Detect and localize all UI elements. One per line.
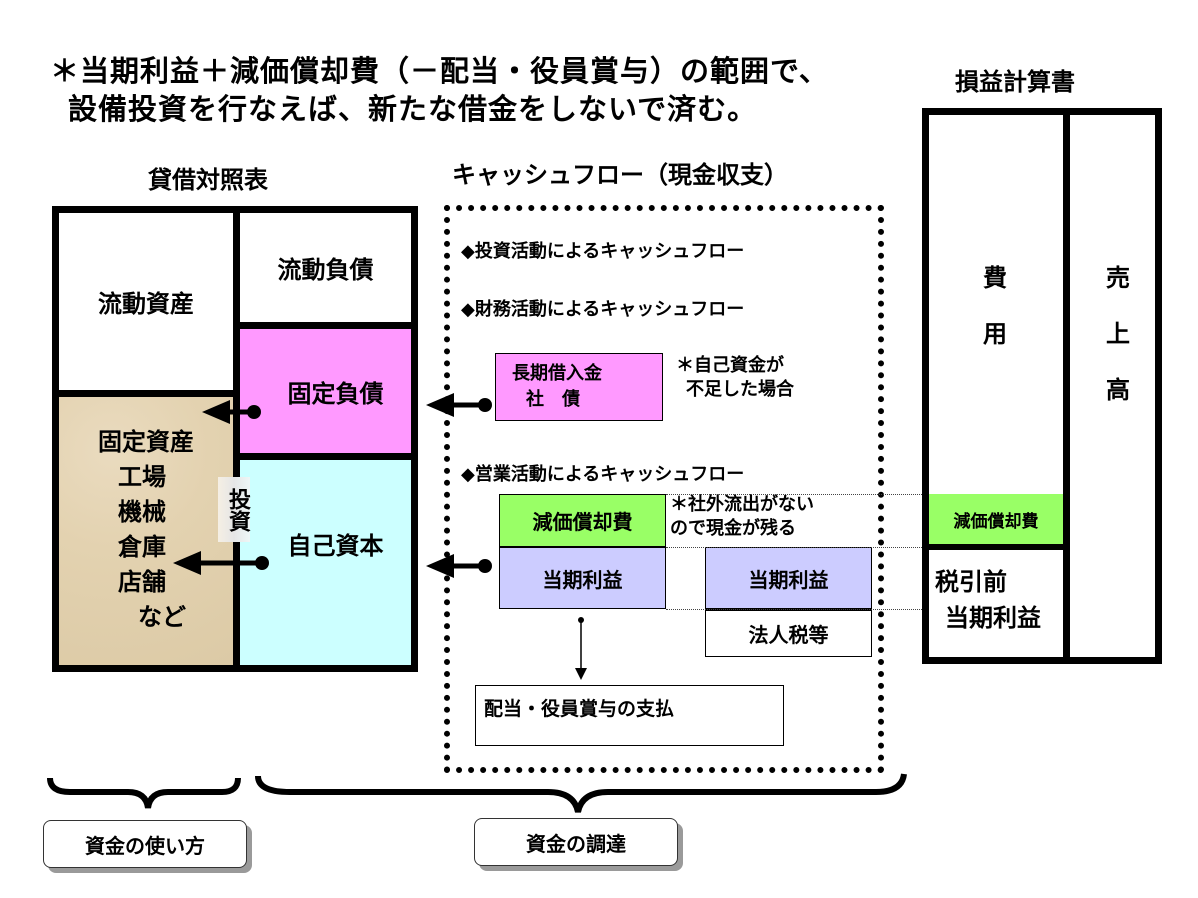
long-term-loans-label: 長期借入金 <box>512 363 602 384</box>
loan-note: ＊自己資金が 不足した場合 <box>676 354 794 402</box>
uses-of-funds-text: 資金の使い方 <box>85 833 205 858</box>
fixed-assets-list: 固定資産 工場 機械 倉庫 店舗 など <box>98 425 194 635</box>
dividends-box: 配当・役員賞与の支払 <box>475 685 784 746</box>
bonds-label: 社 債 <box>526 389 580 410</box>
connector-line <box>666 494 922 495</box>
divider <box>233 206 240 672</box>
arrow-loans-to-fixed-liabilities <box>426 393 492 417</box>
current-liabilities-label: 流動負債 <box>277 256 374 284</box>
divider <box>1063 108 1070 664</box>
expenses-char: 用 <box>983 320 1007 348</box>
headline-line-2: 設備投資を行なえば、新たな借金をしないで済む。 <box>68 92 758 126</box>
pretax-line-1: 税引前 <box>935 568 1007 596</box>
headline: ＊当期利益＋減価償却費（－配当・役員賞与）の範囲で、 設備投資を行なえば、新たな… <box>50 52 829 128</box>
expenses-label: 費 用 <box>975 250 1015 362</box>
equity-label: 自己資本 <box>287 532 384 560</box>
headline-line-1: ＊当期利益＋減価償却費（－配当・役員賞与）の範囲で、 <box>50 54 829 88</box>
long-term-debt-box: 長期借入金 社 債 <box>495 353 663 421</box>
uses-of-funds-label: 資金の使い方 <box>43 820 247 868</box>
loan-note-line-2: 不足した場合 <box>686 379 794 400</box>
cash-flow-frame <box>444 205 884 773</box>
divider <box>233 322 418 329</box>
operating-cf-heading: ◆営業活動によるキャッシュフロー <box>461 464 745 485</box>
connector-line <box>666 547 922 548</box>
arrow-equity-to-assets <box>173 551 269 575</box>
connector-line <box>666 609 922 610</box>
sources-of-funds-text: 資金の調達 <box>526 831 626 856</box>
fixed-asset-item: 機械 <box>118 498 166 526</box>
arrow-net-income-to-dividends <box>575 617 587 680</box>
investing-cf-heading: ◆投資活動によるキャッシュフロー <box>461 241 745 262</box>
sources-of-funds-label: 資金の調達 <box>474 818 678 866</box>
net-income-label: 当期利益 <box>542 567 623 592</box>
current-liabilities-cell: 流動負債 <box>240 213 411 322</box>
corporate-tax-label: 法人税等 <box>748 623 829 647</box>
sales-char: 上 <box>1106 320 1130 348</box>
divider <box>233 453 418 460</box>
brace-sources <box>255 773 907 813</box>
pretax-line-2: 当期利益 <box>945 604 1041 632</box>
fixed-assets-label: 固定資産 <box>98 428 194 456</box>
fixed-asset-item: 工場 <box>118 463 166 491</box>
fixed-asset-item: など <box>138 603 186 631</box>
financing-cf-heading: ◆財務活動によるキャッシュフロー <box>461 299 745 320</box>
pl-depreciation-box: 減価償却費 <box>929 494 1063 544</box>
fixed-liabilities-cell: 固定負債 <box>240 329 411 453</box>
arrow-fixed-liabilities-to-assets <box>202 400 261 424</box>
sales-char: 売 <box>1106 264 1130 292</box>
investment-label: 投資 <box>218 477 250 542</box>
fixed-asset-item: 店舗 <box>118 568 166 596</box>
arrow-operating-to-equity <box>426 554 492 578</box>
expenses-char: 費 <box>983 264 1007 292</box>
balance-sheet-title: 貸借対照表 <box>148 166 268 194</box>
net-income-box-2: 当期利益 <box>705 547 872 609</box>
sales-label: 売 上 高 <box>1098 250 1138 418</box>
current-assets-label: 流動資産 <box>98 290 194 318</box>
divider <box>52 390 240 397</box>
fixed-assets-cell: 固定資産 工場 機械 倉庫 店舗 など <box>59 397 233 665</box>
corporate-tax-box: 法人税等 <box>705 609 872 657</box>
dividends-label: 配当・役員賞与の支払 <box>484 698 675 720</box>
net-income-box: 当期利益 <box>499 547 666 609</box>
depreciation-note-line-1: ＊社外流出がない <box>670 494 814 515</box>
fixed-asset-item: 倉庫 <box>118 533 166 561</box>
cash-flow-title: キャッシュフロー（現金収支） <box>452 161 788 189</box>
depreciation-box: 減価償却費 <box>499 494 666 547</box>
current-assets-cell: 流動資産 <box>59 213 233 390</box>
net-income-label-2: 当期利益 <box>748 567 829 592</box>
sales-char: 高 <box>1106 376 1130 404</box>
pretax-income-label: 税引前 当期利益 <box>935 564 1041 636</box>
income-statement <box>922 108 1162 664</box>
income-statement-title: 損益計算書 <box>955 68 1075 96</box>
divider <box>922 544 1070 550</box>
depreciation-label: 減価償却費 <box>532 510 633 534</box>
loan-note-line-1: ＊自己資金が <box>676 355 784 376</box>
depreciation-note: ＊社外流出がない ので現金が残る <box>670 493 814 541</box>
pl-depreciation-label: 減価償却費 <box>953 511 1039 532</box>
fixed-liabilities-label: 固定負債 <box>287 379 384 408</box>
brace-uses <box>47 777 241 809</box>
depreciation-note-line-2: ので現金が残る <box>670 518 796 539</box>
